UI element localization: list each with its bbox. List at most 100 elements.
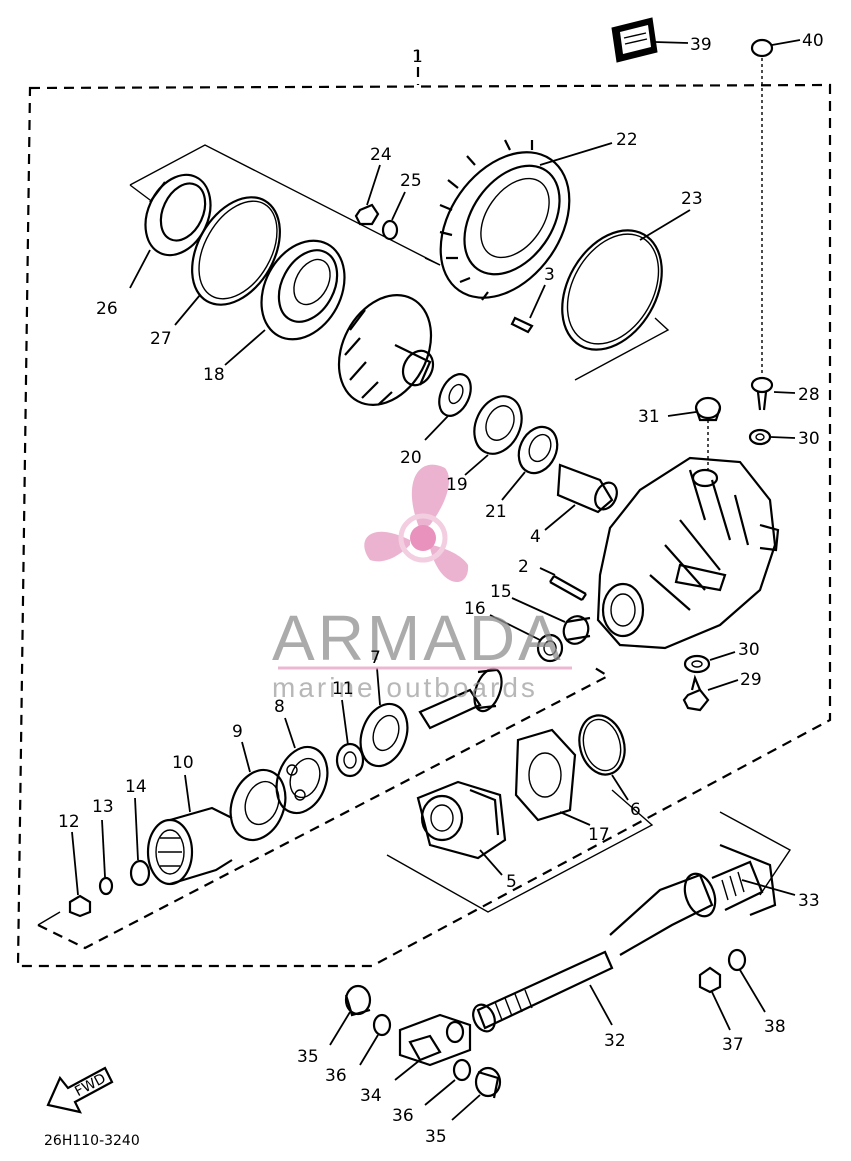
callout-10: 10 <box>172 753 194 773</box>
callout-9: 9 <box>232 722 243 742</box>
callout-18: 18 <box>203 365 225 385</box>
stud-2 <box>539 567 587 601</box>
callout-34: 34 <box>360 1086 382 1106</box>
pinion-gear <box>418 667 503 730</box>
watermark-brand: ARMADA <box>272 602 564 674</box>
sleeve-4 <box>544 463 618 531</box>
callout-labels: 1 2 3 4 5 6 7 8 9 10 11 12 13 14 15 16 1… <box>58 31 824 1147</box>
callout-36-lower: 36 <box>392 1106 414 1126</box>
callout-30-upper: 30 <box>798 429 820 449</box>
bearing-housing-5 <box>416 780 507 876</box>
o-ring-23 <box>561 209 691 351</box>
shim-20 <box>424 373 472 441</box>
plug-29 <box>682 674 739 712</box>
callout-22: 22 <box>616 130 638 150</box>
callout-27: 27 <box>150 329 172 349</box>
callout-33: 33 <box>798 891 820 911</box>
needle-bearing-15 <box>511 597 591 645</box>
callout-30-lower: 30 <box>738 640 760 660</box>
nut-24 <box>354 164 381 226</box>
collar-16 <box>489 614 564 663</box>
gear-set-group-outline <box>129 144 670 381</box>
washer-30-upper <box>748 428 796 446</box>
callout-11: 11 <box>332 679 354 699</box>
bearing-18 <box>260 239 346 341</box>
callout-19: 19 <box>446 475 468 495</box>
callout-38: 38 <box>764 1017 786 1037</box>
callout-35-upper: 35 <box>297 1047 319 1067</box>
housing-flange-group-outline <box>386 789 792 913</box>
ring-gear <box>337 294 435 406</box>
callout-13: 13 <box>92 797 114 817</box>
callout-26: 26 <box>96 299 118 319</box>
callout-32: 32 <box>604 1031 626 1051</box>
o-ring-6 <box>578 714 629 801</box>
callout-21: 21 <box>485 502 507 522</box>
bearing-21 <box>501 425 559 501</box>
washer-38 <box>727 948 766 1013</box>
callout-35-lower: 35 <box>425 1127 447 1147</box>
callout-12: 12 <box>58 812 80 832</box>
nut-12 <box>68 831 92 918</box>
drive-shaft-32 <box>472 950 614 1033</box>
cap-40 <box>750 38 774 375</box>
callout-25: 25 <box>400 171 422 191</box>
bearing-19 <box>464 395 523 476</box>
washer-13 <box>98 819 114 896</box>
pinion-group-outline <box>37 664 611 950</box>
armada-watermark: ARMADA marine outboards <box>272 464 572 703</box>
callout-6: 6 <box>630 800 641 820</box>
callout-7: 7 <box>370 648 381 668</box>
cap-35-upper <box>329 984 372 1046</box>
callout-39: 39 <box>690 35 712 55</box>
propeller-logo-icon <box>364 464 469 583</box>
callout-23: 23 <box>681 189 703 209</box>
callout-8: 8 <box>274 697 285 717</box>
callout-2: 2 <box>518 557 529 577</box>
collar-11 <box>335 699 365 778</box>
leader-lines <box>129 39 801 366</box>
cap-35-lower <box>451 1066 502 1121</box>
nut-37 <box>698 966 731 1031</box>
callout-20: 20 <box>400 448 422 468</box>
callout-31: 31 <box>638 407 660 427</box>
watermark-tagline: marine outboards <box>272 672 538 703</box>
o-ring-27 <box>191 196 281 306</box>
callout-3: 3 <box>544 265 555 285</box>
gasket-17 <box>514 728 591 826</box>
assembly-boundary <box>16 50 832 968</box>
fwd-arrow-icon: FWD <box>46 1066 114 1114</box>
callout-37: 37 <box>722 1035 744 1055</box>
shaft-joint-33 <box>609 843 796 956</box>
callout-14: 14 <box>125 777 147 797</box>
callout-40: 40 <box>802 31 824 51</box>
circlip-36-lower <box>424 1058 472 1106</box>
bearing-9 <box>229 741 287 842</box>
circlip-36-upper <box>359 1013 392 1066</box>
callout-4: 4 <box>530 527 541 547</box>
callout-29: 29 <box>740 670 762 690</box>
washer-25 <box>381 191 406 241</box>
callout-36-upper: 36 <box>325 1066 347 1086</box>
washer-30-lower <box>683 651 736 674</box>
dowel-pin-3 <box>510 284 546 334</box>
callout-5: 5 <box>506 872 517 892</box>
callout-17: 17 <box>588 825 610 845</box>
callout-15: 15 <box>490 582 512 602</box>
callout-16: 16 <box>464 599 486 619</box>
breather-31 <box>667 396 722 470</box>
oil-seal-26 <box>144 173 212 257</box>
bolt-28 <box>750 376 796 411</box>
drawing-code: 26H110-3240 <box>44 1133 140 1149</box>
housing-cover-22 <box>439 139 613 301</box>
callout-28: 28 <box>798 385 820 405</box>
bearing-8 <box>275 717 329 815</box>
callout-1: 1 <box>412 47 423 67</box>
coupling-10 <box>146 774 233 886</box>
label-plate-39 <box>611 17 658 63</box>
circlip-14 <box>129 797 151 887</box>
universal-joint-34 <box>394 1013 472 1081</box>
gear-housing <box>596 456 780 650</box>
callout-24: 24 <box>370 145 392 165</box>
